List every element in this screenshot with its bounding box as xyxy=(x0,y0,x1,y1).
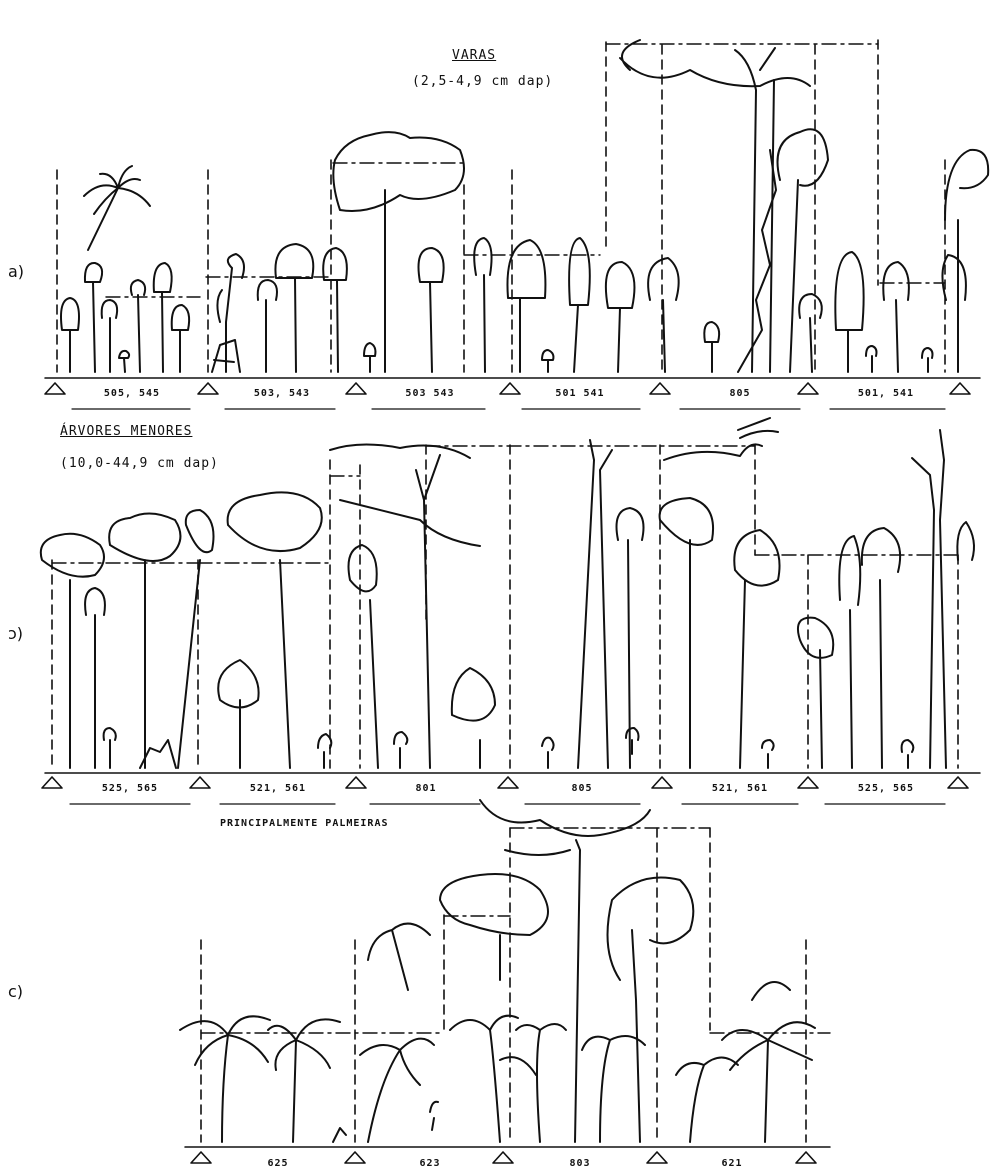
row-b-code-1: 525, 565 xyxy=(70,783,190,794)
row-a-code-3: 503 543 xyxy=(370,388,490,399)
row-c-code-3: 803 xyxy=(520,1158,640,1169)
row-a-code-1: 505, 545 xyxy=(72,388,192,399)
row-a-letter: a) xyxy=(8,262,24,281)
row-a-code-5: 805 xyxy=(680,388,800,399)
row-c-code-4: 621 xyxy=(672,1158,792,1169)
row-a-subtitle: (2,5-4,9 cm dap) xyxy=(412,74,553,89)
row-b-title: ÁRVORES MENORES xyxy=(60,424,192,439)
row-c-code-2: 623 xyxy=(370,1158,490,1169)
row-a-code-4: 501 541 xyxy=(520,388,640,399)
row-c-profile xyxy=(180,800,830,1147)
row-a-title: VARAS xyxy=(452,48,496,63)
row-c-letter: c) xyxy=(8,982,23,1001)
row-a-code-2: 503, 543 xyxy=(222,388,342,399)
row-b-letter: ɔ) xyxy=(8,624,23,643)
row-b-code-6: 525, 565 xyxy=(826,783,946,794)
row-b-code-5: 521, 561 xyxy=(680,783,800,794)
row-a-code-6: 501, 541 xyxy=(826,388,946,399)
row-b-code-4: 805 xyxy=(522,783,642,794)
row-a-profile xyxy=(45,40,988,378)
row-b-code-2: 521, 561 xyxy=(218,783,338,794)
row-b-subtitle: (10,0-44,9 cm dap) xyxy=(60,456,219,471)
row-c-title: PRINCIPALMENTE PALMEIRAS xyxy=(220,818,389,829)
row-c-code-1: 625 xyxy=(218,1158,338,1169)
row-b-code-3: 801 xyxy=(366,783,486,794)
row-b-profile xyxy=(41,418,980,773)
